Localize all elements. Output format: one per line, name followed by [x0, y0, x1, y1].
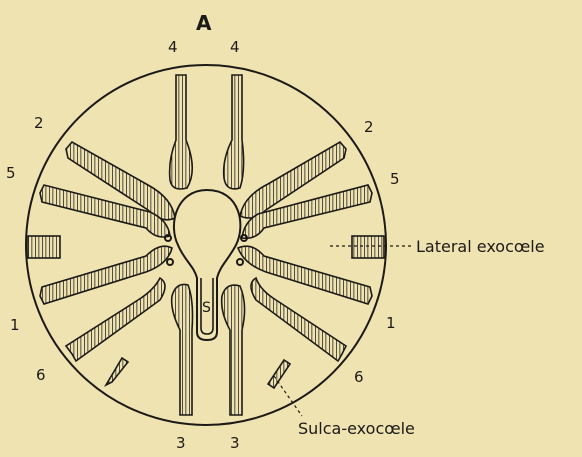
label-3-right: 3 [230, 434, 240, 452]
panel-label: A [196, 11, 212, 35]
knob-right-lower [237, 259, 243, 265]
label-5-right: 5 [390, 170, 400, 188]
mesentery-3-left [172, 284, 193, 415]
sulca-exocoele-label: Sulca-exocœle [298, 419, 415, 438]
label-4-right: 4 [230, 38, 240, 56]
mesentery-4-left [170, 75, 193, 189]
label-6-left: 6 [36, 366, 46, 384]
lateral-exocoele-left [28, 236, 60, 258]
label-6-right: 6 [354, 368, 364, 386]
label-1-left: 1 [10, 316, 20, 334]
label-4-left: 4 [168, 38, 178, 56]
sulca-exocoele-right [268, 360, 290, 388]
knob-left-upper [165, 235, 171, 241]
mesentery-4-right [224, 75, 244, 189]
label-2-left: 2 [34, 114, 44, 132]
knob-left-lower [167, 259, 173, 265]
label-2-right: 2 [364, 118, 374, 136]
lateral-exocoele-right [352, 236, 384, 258]
sulca-exocoele-left [106, 358, 128, 385]
mesentery-3-right [222, 285, 245, 415]
label-5-left: 5 [6, 164, 16, 182]
label-3-left: 3 [176, 434, 186, 452]
lateral-exocoele-label: Lateral exocœle [416, 237, 545, 256]
label-1-right: 1 [386, 314, 396, 332]
stomodaeum-label: S [202, 300, 211, 316]
